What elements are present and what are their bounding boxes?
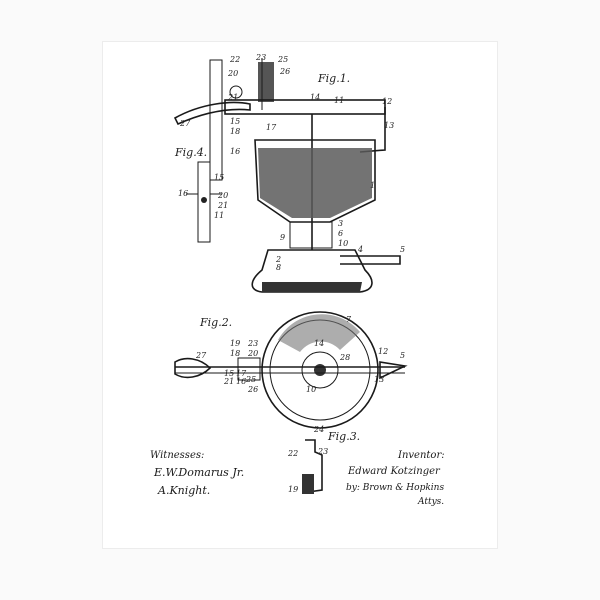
inventor-heading: Inventor: <box>397 450 445 461</box>
fig2-label: 15 <box>224 369 234 378</box>
fig2-drawing <box>174 311 408 429</box>
fig1-label: 15 <box>230 117 240 126</box>
fig2-label: 13 <box>374 375 384 384</box>
fig2-label: 10 <box>306 385 316 394</box>
fig1-label: 5 <box>400 245 405 254</box>
fig1-knob <box>229 85 243 99</box>
fig2-label: 16 <box>236 377 246 386</box>
fig2-title: Fig.2. <box>199 316 232 329</box>
fig1-label: 27 <box>179 119 191 128</box>
fig1-label: 2 <box>275 255 281 264</box>
fig1-label: 14 <box>310 93 320 102</box>
fig3-label: 19 <box>288 485 298 494</box>
fig1-neck <box>289 221 333 249</box>
witness-signature-2: A.Knight. <box>157 484 210 497</box>
fig2-tip <box>379 361 408 380</box>
fig2-mechanism <box>237 357 261 381</box>
fig4-label: 20 <box>217 191 228 200</box>
fig2-label: 27 <box>195 351 207 360</box>
fig2-label: 28 <box>339 353 350 362</box>
fig1-label: 12 <box>382 97 392 106</box>
fig2-label: 18 <box>230 349 240 358</box>
fig1-label: 22 <box>229 55 240 64</box>
fig2-label: 12 <box>378 347 388 356</box>
fig2-label: 17 <box>236 369 247 378</box>
fig2-label: 25 <box>245 375 256 384</box>
fig1-label: 6 <box>338 229 343 238</box>
fig4-drawing <box>186 161 222 243</box>
inventor-name: Edward Kotzinger <box>347 466 441 477</box>
fig2-handle <box>174 357 212 379</box>
fig1-label: 25 <box>277 55 288 64</box>
fig1-label: 26 <box>279 67 290 76</box>
fig1-label: 23 <box>255 53 266 62</box>
fig1-label: 11 <box>334 96 344 105</box>
witness-signature-1: E.W.Domarus Jr. <box>153 466 244 479</box>
fig1-label: 8 <box>276 263 281 272</box>
attorney-line: by: Brown & Hopkins <box>346 483 444 493</box>
fig2-label: 23 <box>247 339 258 348</box>
fig4-label: 21 <box>217 201 228 210</box>
fig1-label: 16 <box>230 147 240 156</box>
fig3-drawing <box>302 439 323 494</box>
fig2-label: 20 <box>247 349 258 358</box>
fig1-title: Fig.1. <box>317 72 350 85</box>
fig4-label: 15 <box>214 173 224 182</box>
fig4-rod <box>197 161 211 243</box>
fig1-label: 13 <box>384 121 394 130</box>
fig2-hub <box>301 351 339 389</box>
fig1-label: 21 <box>227 93 238 102</box>
fig4-label: 11 <box>214 211 224 220</box>
fig1-drawing <box>173 58 401 293</box>
witnesses-heading: Witnesses: <box>150 450 204 461</box>
fig1-handle <box>173 101 251 126</box>
fig1-label: 4 <box>357 245 363 254</box>
fig4-title: Fig.4. <box>174 146 207 159</box>
fig2-label: 21 <box>223 377 234 386</box>
patent-drawing-sheet <box>103 42 497 548</box>
fig1-label: 3 <box>338 219 343 228</box>
fig3-label: 23 <box>317 447 328 456</box>
fig4-label: 16 <box>178 189 188 198</box>
fig2-label: 26 <box>247 385 258 394</box>
fig1-label: 20 <box>227 69 238 78</box>
fig3-label: 24 <box>313 425 324 434</box>
fig3-title: Fig.3. <box>327 430 360 443</box>
fig1-label: 9 <box>280 233 285 242</box>
fig1-label: 17 <box>266 123 277 132</box>
fig3-label: 22 <box>287 449 298 458</box>
fig2-label: 5 <box>400 351 405 360</box>
fig2-label: 14 <box>314 339 324 348</box>
fig1-spring <box>258 62 274 102</box>
attorney-suffix: Attys. <box>417 497 444 507</box>
fig1-label: 1 <box>370 181 375 190</box>
fig2-label: 7 <box>346 315 352 324</box>
fig1-arm <box>224 99 386 115</box>
fig1-label: 10 <box>338 239 348 248</box>
fig2-label: 19 <box>230 339 240 348</box>
fig1-label: 18 <box>230 127 240 136</box>
fig2-bowl-outer <box>261 311 379 429</box>
fig1-post <box>209 59 223 181</box>
fig1-spout <box>340 255 401 265</box>
